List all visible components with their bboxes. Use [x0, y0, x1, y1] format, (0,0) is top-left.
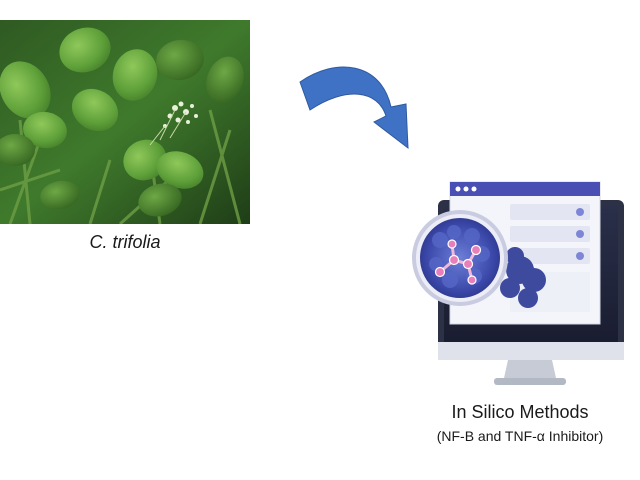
plant-caption: C. trifolia — [89, 232, 161, 252]
curved-arrow-icon — [299, 66, 409, 150]
method-title: In Silico Methods — [451, 402, 589, 422]
method-subtitle: (NF-B and TNF-α Inhibitor) — [436, 428, 604, 444]
computer-monitor-molecule-icon — [412, 181, 624, 385]
plant-leaves-photo — [0, 20, 250, 224]
plant-photo — [0, 20, 250, 224]
